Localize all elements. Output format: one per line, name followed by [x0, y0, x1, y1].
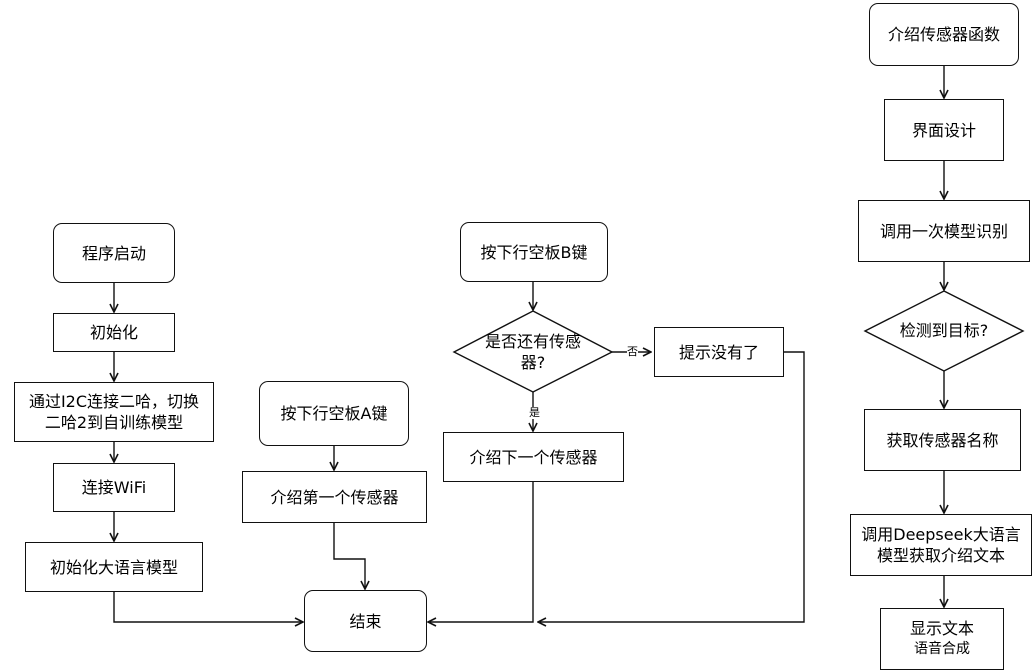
- key-b-label: 按下行空板B键: [480, 242, 588, 262]
- init-label: 初始化: [89, 323, 138, 342]
- get-name-label: 获取传感器名称: [886, 430, 999, 450]
- ui-design-node: 界面设计: [884, 99, 1004, 161]
- has-more-decision: 是否还有传感器?: [483, 331, 583, 373]
- func-title-label: 介绍传感器函数: [887, 25, 1000, 44]
- llm-init-node: 初始化大语言模型: [25, 542, 203, 592]
- start-node: 程序启动: [53, 223, 175, 283]
- detected-label: 检测到目标?: [899, 321, 989, 340]
- no-more-node: 提示没有了: [654, 327, 784, 377]
- no-more-label: 提示没有了: [678, 342, 759, 362]
- call-model-node: 调用一次模型识别: [858, 200, 1030, 262]
- edge-nomore-end: [538, 351, 805, 622]
- ui-design-label: 界面设计: [911, 120, 976, 140]
- call-deepseek-node: 调用Deepseek大语言模型获取介绍文本: [850, 514, 1032, 576]
- edge-intronext-end: [428, 482, 534, 622]
- intro-first-label: 介绍第一个传感器: [270, 487, 399, 507]
- intro-next-label: 介绍下一个传感器: [469, 447, 598, 467]
- key-a-label: 按下行空板A键: [280, 404, 388, 423]
- wifi-label: 连接WiFi: [81, 478, 147, 497]
- call-model-label: 调用一次模型识别: [879, 221, 1008, 241]
- edge-label-no: 否: [627, 345, 638, 358]
- start-label: 程序启动: [81, 243, 146, 263]
- edge-label-yes: 是: [529, 406, 540, 419]
- decision-detected-shape: [863, 290, 1025, 372]
- end-node: 结束: [304, 590, 427, 652]
- intro-first-node: 介绍第一个传感器: [242, 471, 427, 523]
- llm-init-label: 初始化大语言模型: [49, 557, 178, 577]
- detected-decision: 检测到目标?: [874, 320, 1014, 341]
- speech-synthesis-label: 语音合成: [914, 641, 970, 657]
- init-node: 初始化: [53, 313, 175, 352]
- func-title-node: 介绍传感器函数: [869, 3, 1019, 66]
- decision-has-more-shape: [452, 310, 614, 393]
- edge-intro-end: [333, 523, 365, 589]
- edge-llm-end: [113, 592, 303, 622]
- wifi-node: 连接WiFi: [53, 463, 175, 512]
- has-more-label: 是否还有传感器?: [484, 332, 581, 372]
- show-text-label: 显示文本: [909, 619, 974, 638]
- key-b-node: 按下行空板B键: [460, 222, 608, 282]
- call-deepseek-label: 调用Deepseek大语言模型获取介绍文本: [861, 525, 1021, 565]
- key-a-node: 按下行空板A键: [259, 381, 409, 446]
- i2c-node: 通过I2C连接二哈，切换二哈2到自训练模型: [14, 382, 214, 442]
- show-text-node: 显示文本 语音合成: [880, 608, 1004, 670]
- get-name-node: 获取传感器名称: [864, 409, 1021, 471]
- intro-next-node: 介绍下一个传感器: [443, 432, 624, 482]
- end-label: 结束: [349, 611, 382, 631]
- i2c-label: 通过I2C连接二哈，切换二哈2到自训练模型: [28, 392, 200, 432]
